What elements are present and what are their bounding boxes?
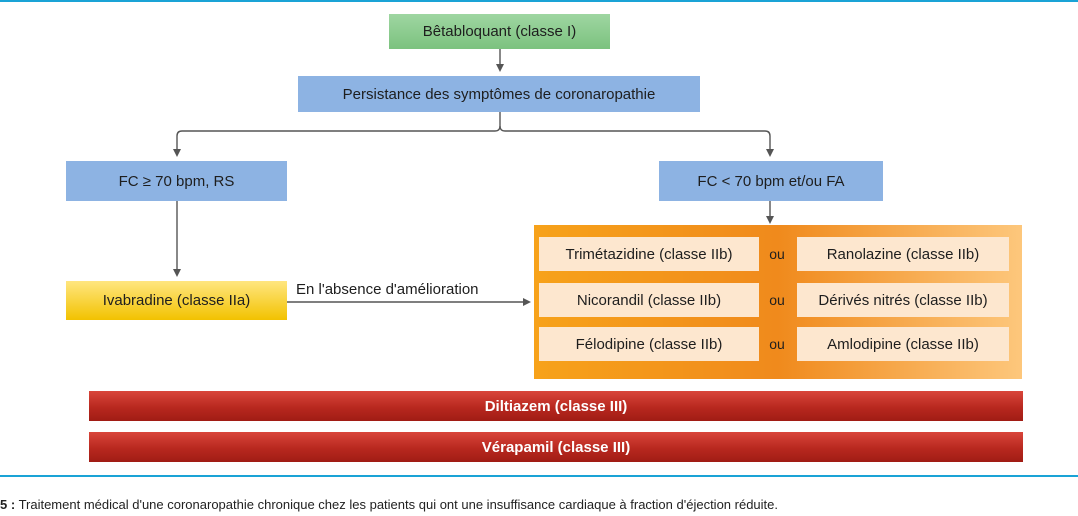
arrow-to-fc-high: [173, 112, 501, 157]
caption-text: Traitement médical d'une coronaropathie …: [18, 497, 778, 512]
drug-trimetazidine: Trimétazidine (classe IIb): [539, 237, 759, 271]
edge-label-absence-amelioration: En l'absence d'amélioration: [296, 281, 479, 298]
drug-felodipine: Félodipine (classe IIb): [539, 327, 759, 361]
drug-ranolazine: Ranolazine (classe IIb): [797, 237, 1009, 271]
arrow-to-fc-low: [499, 125, 774, 157]
caption-number: 5 :: [0, 497, 16, 512]
drug-derives-nitres: Dérivés nitrés (classe IIb): [797, 283, 1009, 317]
node-fc-high: FC ≥ 70 bpm, RS: [66, 161, 287, 201]
bar-diltiazem: Diltiazem (classe III): [89, 391, 1023, 421]
bottom-rule: [0, 475, 1078, 477]
node-persistance: Persistance des symptômes de coronaropat…: [298, 76, 700, 112]
drug-nicorandil: Nicorandil (classe IIb): [539, 283, 759, 317]
connector-ou-2: ou: [769, 292, 785, 308]
node-betabloquant: Bêtabloquant (classe I): [389, 14, 610, 49]
figure-caption: 5 : Traitement médical d'une coronaropat…: [0, 497, 778, 512]
drug-amlodipine: Amlodipine (classe IIb): [797, 327, 1009, 361]
top-rule: [0, 0, 1078, 2]
connector-ou-3: ou: [769, 336, 785, 352]
node-ivabradine: Ivabradine (classe IIa): [66, 281, 287, 320]
connector-ou-1: ou: [769, 246, 785, 262]
node-fc-low: FC < 70 bpm et/ou FA: [659, 161, 883, 201]
bar-verapamil: Vérapamil (classe III): [89, 432, 1023, 462]
